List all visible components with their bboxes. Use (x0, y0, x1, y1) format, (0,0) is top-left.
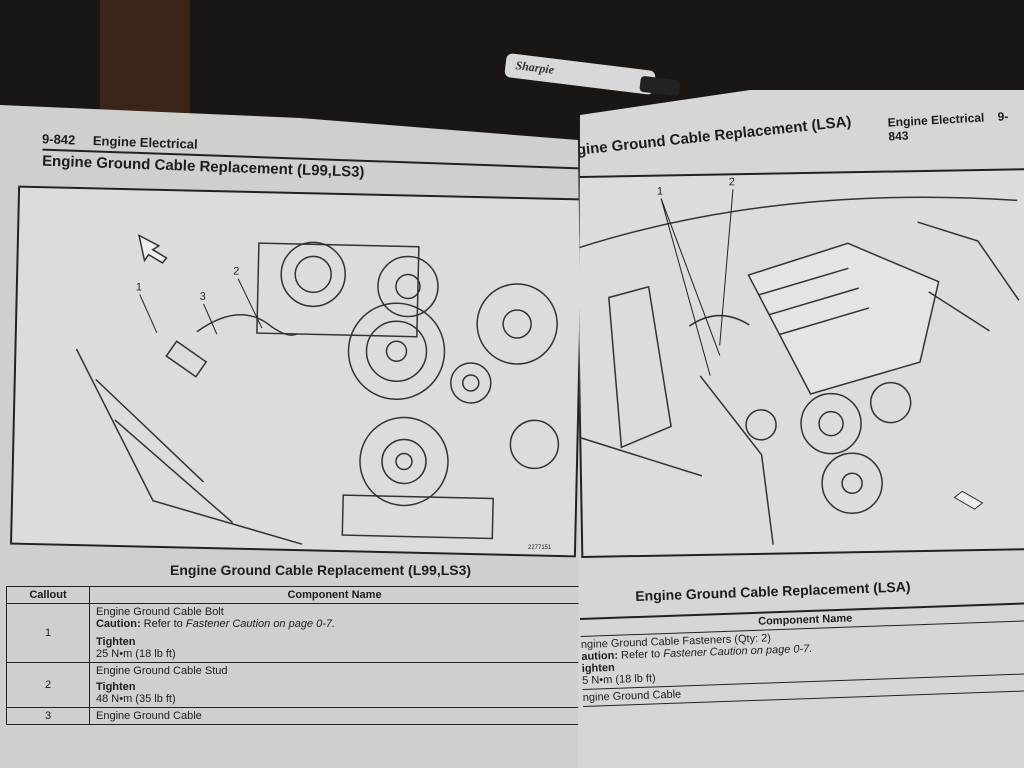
component-name: Engine Ground Cable Stud (96, 665, 228, 677)
table-row: 1 Engine Ground Cable Bolt Caution: Refe… (6, 603, 580, 663)
callout-2: 2 (729, 176, 735, 188)
callout-1: 1 (136, 281, 142, 293)
callout-2: 2 (233, 266, 239, 278)
callout-cell: 2 (6, 662, 90, 708)
engine-illustration: 1 2 (578, 176, 1020, 545)
engine-diagram: 1 2 (578, 167, 1024, 559)
torque-value: 25 N•m (18 lb ft) (96, 648, 176, 660)
component-table: Component Name ngine Ground Cable Fasten… (580, 602, 1024, 707)
component-cell: Engine Ground Cable Bolt Caution: Refer … (89, 603, 580, 663)
tighten-label: Tighten (96, 681, 136, 693)
table-title: Engine Ground Cable Replacement (LSA) (635, 578, 911, 604)
page-number: 9-842 (41, 131, 76, 148)
tighten-label: Tighten (96, 636, 136, 648)
component-cell: Engine Ground Cable Stud Tighten 48 N•m … (89, 662, 580, 708)
torque-value: 48 N•m (35 lb ft) (96, 693, 176, 705)
table-title: Engine Ground Cable Replacement (L99,LS3… (170, 562, 472, 578)
table-row: 2 Engine Ground Cable Stud Tighten 48 N•… (6, 662, 580, 708)
component-name: Engine Ground Cable (89, 707, 580, 725)
sharpie-marker: Sharpie (504, 52, 656, 96)
table-header-row: Callout Component Name (6, 586, 580, 604)
right-page: Engine Electrical 9-843 gine Ground Cabl… (576, 90, 1024, 768)
engine-diagram: 1 2 3 (10, 185, 584, 558)
component-table: Callout Component Name 1 Engine Ground C… (6, 586, 580, 725)
page-title: Engine Ground Cable Replacement (L99,LS3… (41, 148, 583, 189)
callout-1: 1 (657, 186, 663, 198)
engine-illustration: 1 2 3 (75, 233, 560, 545)
caution-link[interactable]: Fastener Caution on page 0-7. (185, 618, 336, 630)
component-header: Component Name (89, 586, 580, 604)
callout-3: 3 (200, 291, 206, 303)
callout-cell: 3 (6, 707, 90, 725)
section-name: Engine Electrical (92, 133, 198, 152)
page-title: gine Ground Cable Replacement (LSA) (576, 113, 853, 159)
left-page: 9-842 Engine Electrical Engine Ground Ca… (0, 105, 585, 768)
callout-header: Callout (6, 586, 90, 604)
background-wood (100, 0, 190, 130)
callout-cell: 1 (6, 603, 90, 663)
section-name: Engine Electrical (887, 110, 985, 130)
caution-text: Refer to (143, 618, 183, 630)
table-row: 3 Engine Ground Cable (6, 707, 580, 725)
figure-id: 2277151 (528, 545, 552, 551)
component-name: Engine Ground Cable Bolt (96, 606, 224, 618)
caution-text: Refer to (620, 648, 661, 662)
page-header: Engine Electrical 9-843 (887, 108, 1024, 143)
marker-brand: Sharpie (514, 58, 555, 77)
caution-label: Caution: (96, 618, 141, 630)
